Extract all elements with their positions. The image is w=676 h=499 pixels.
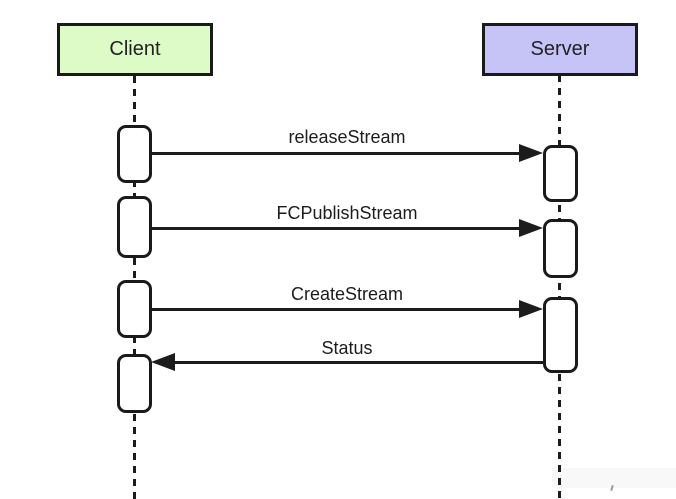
message-label-releasestream: releaseStream — [288, 127, 406, 147]
message-line-createstream — [151, 308, 523, 311]
activation-bar-client-2 — [117, 196, 152, 258]
message-label-status: Status — [321, 338, 373, 358]
activation-bar-server-3 — [543, 297, 578, 373]
arrowhead-right-icon — [519, 144, 543, 162]
actor-label-client: Client — [109, 38, 161, 60]
message-line-releasestream — [151, 152, 523, 155]
scan-artifact-band — [552, 468, 676, 488]
message-label-createstream: CreateStream — [290, 284, 404, 304]
arrowhead-right-icon — [519, 219, 543, 237]
activation-bar-client-3 — [117, 280, 152, 338]
message-label-fcpublishstream: FCPublishStream — [276, 203, 418, 223]
actor-box-server: Server — [482, 23, 638, 76]
activation-bar-server-1 — [543, 145, 578, 202]
message-line-status — [173, 361, 543, 364]
actor-label-server: Server — [530, 38, 590, 60]
activation-bar-server-2 — [543, 219, 578, 278]
activation-bar-client-4 — [117, 354, 152, 413]
message-line-fcpublishstream — [151, 227, 523, 230]
activation-bar-client-1 — [117, 125, 152, 183]
lifeline-server — [558, 75, 561, 499]
arrowhead-left-icon — [151, 353, 175, 371]
scan-artifact-mark — [610, 484, 614, 492]
actor-box-client: Client — [57, 23, 213, 76]
arrowhead-right-icon — [519, 300, 543, 318]
